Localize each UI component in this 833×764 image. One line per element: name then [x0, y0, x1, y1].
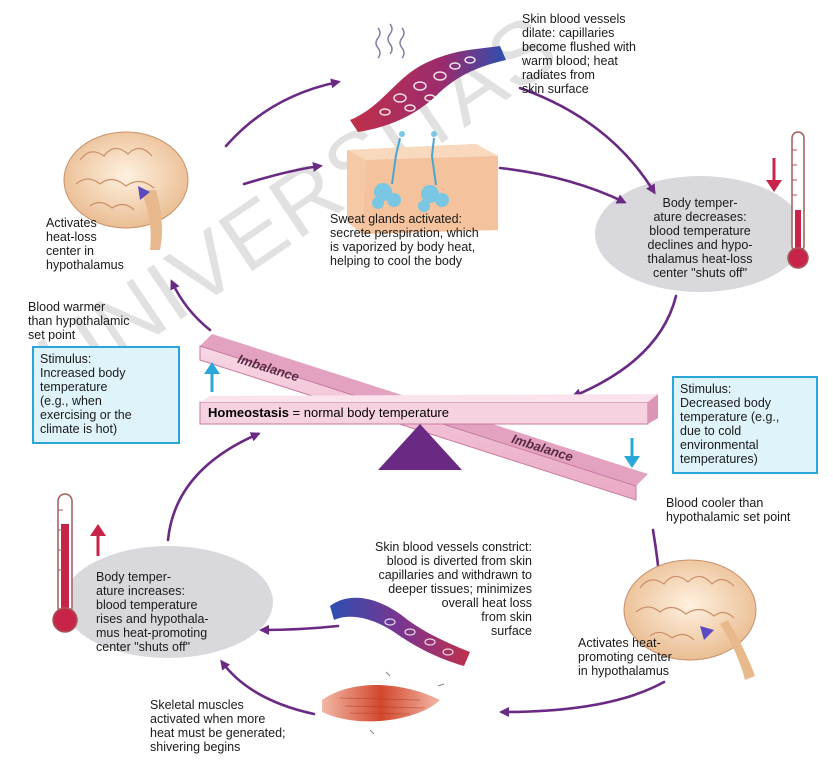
muscle-icon [322, 672, 444, 734]
homeostasis-definition: = normal body temperature [289, 405, 449, 420]
stimulus-increase-box: Stimulus: Increased body temperature (e.… [32, 346, 180, 444]
homeostasis-label: Homeostasis = normal body temperature [208, 406, 449, 420]
arrow-down-icon [624, 438, 640, 468]
arrow-up-icon [204, 362, 220, 392]
temperature-decreases-text: Body temper- ature decreases: blood temp… [612, 196, 788, 280]
heat-waves-icon [376, 24, 404, 58]
sweat-glands-text: Sweat glands activated: secrete perspira… [330, 212, 479, 268]
arrow-down-icon [766, 158, 782, 192]
arrow-up-icon [90, 524, 106, 556]
skeletal-muscles-text: Skeletal muscles activated when more hea… [150, 698, 286, 754]
blood-cooler-text: Blood cooler than hypothalamic set point [666, 496, 790, 524]
thermometer-icon [53, 494, 77, 632]
temperature-increases-text: Body temper- ature increases: blood temp… [96, 570, 209, 654]
blood-vessels-icon [350, 46, 506, 132]
heat-promoting-center-text: Activates heat- promoting center in hypo… [578, 636, 672, 678]
stimulus-decrease-box: Stimulus: Decreased body temperature (e.… [672, 376, 818, 474]
constrict-vessels-text: Skin blood vessels constrict: blood is d… [310, 540, 532, 638]
homeostasis-bold: Homeostasis [208, 405, 289, 420]
blood-warmer-text: Blood warmer than hypothalamic set point [28, 300, 129, 342]
dilate-vessels-text: Skin blood vessels dilate: capillaries b… [522, 12, 636, 96]
heat-loss-center-text: Activates heat-loss center in hypothalam… [46, 216, 124, 272]
